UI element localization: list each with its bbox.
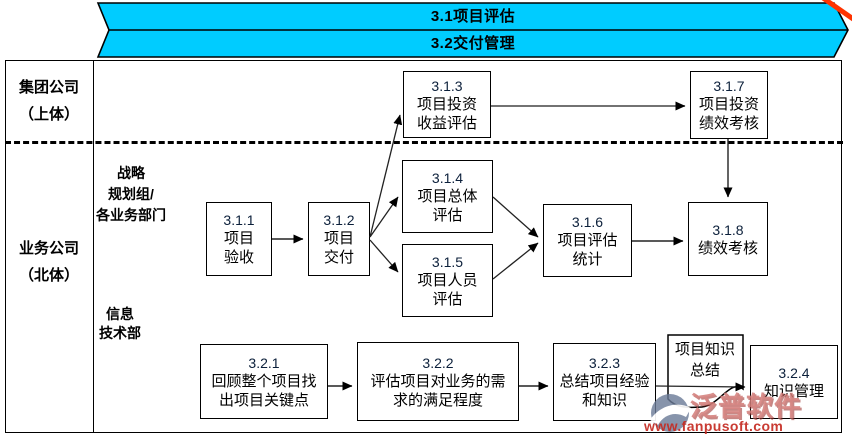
flow-node-3-2-2: 3.2.2 评估项目对业务的需 求的满足程度 (357, 342, 519, 421)
flow-node-3-1-2: 3.1.2 项目 交付 (308, 202, 370, 276)
watermark-logo-icon (650, 394, 691, 432)
node-number: 3.1.8 (712, 221, 744, 238)
node-label: 项目投资 收益评估 (416, 95, 477, 132)
node-number: 3.1.2 (323, 212, 355, 228)
node-label: 项目总体 评估 (417, 187, 478, 224)
document-node-label: 项目知识 总结 (674, 341, 735, 379)
flow-node-3-1-3: 3.1.3 项目投资 收益评估 (403, 71, 491, 138)
banner-phase-2: 3.2交付管理 (430, 35, 516, 52)
node-number: 3.2.3 (588, 355, 621, 371)
node-label: 回顾整个项目找 出项目关键点 (211, 372, 317, 409)
lane-row-divider-dashed (5, 141, 843, 144)
node-label: 项目 验收 (223, 230, 254, 266)
node-number: 3.2.2 (422, 354, 454, 371)
flow-node-3-2-3: 3.2.3 总结项目经验 和知识 (553, 343, 656, 421)
node-label: 项目人员 评估 (417, 271, 478, 308)
node-label: 绩效考核 (697, 239, 758, 257)
banner-phase-1: 3.1项目评估 (430, 8, 516, 25)
flow-node-3-1-5: 3.1.5 项目人员 评估 (402, 244, 493, 317)
lane-column-divider (93, 60, 94, 433)
node-number: 3.1.6 (571, 213, 604, 230)
watermark-site-text: www.fanpusoft.com (644, 418, 784, 434)
flow-node-3-1-7: 3.1.7 项目投资 绩效考核 (690, 71, 768, 139)
node-number: 3.1.5 (431, 253, 464, 270)
node-label: 项目 交付 (323, 230, 354, 266)
node-label: 评估项目对业务的需 求的满足程度 (370, 372, 506, 409)
lane-label-strategy-dept: 战略 规划组/ 各业务部门 (96, 165, 166, 223)
node-number: 3.1.1 (223, 212, 255, 228)
flow-node-3-1-1: 3.1.1 项目 验收 (206, 202, 272, 276)
node-number: 3.1.7 (713, 78, 745, 94)
flow-node-3-1-4: 3.1.4 项目总体 评估 (402, 160, 493, 233)
flow-node-3-2-4: 3.2.4 知识管理 (750, 345, 838, 419)
lane-label-business-company: 业务公司 （北体） (18, 240, 79, 284)
watermark-brand-text: 泛普软件 (690, 392, 802, 422)
node-number: 3.1.4 (431, 169, 464, 186)
node-number: 3.2.4 (778, 364, 810, 381)
node-label: 项目投资 绩效考核 (698, 96, 759, 132)
lane-label-group-company: 集团公司 （上体） (18, 79, 79, 123)
node-label: 项目评估 统计 (557, 231, 618, 268)
flow-node-3-1-8: 3.1.8 绩效考核 (688, 202, 768, 276)
flow-node-3-2-1: 3.2.1 回顾整个项目找 出项目关键点 (200, 344, 328, 419)
node-number: 3.1.3 (431, 77, 463, 94)
flow-node-3-1-6: 3.1.6 项目评估 统计 (543, 204, 632, 277)
lane-label-it-dept: 信息 技术部 (99, 306, 141, 341)
swimlane-frame (5, 60, 842, 433)
node-number: 3.2.1 (248, 354, 280, 371)
node-label: 总结项目经验 和知识 (559, 373, 650, 409)
node-label: 知识管理 (763, 382, 824, 400)
